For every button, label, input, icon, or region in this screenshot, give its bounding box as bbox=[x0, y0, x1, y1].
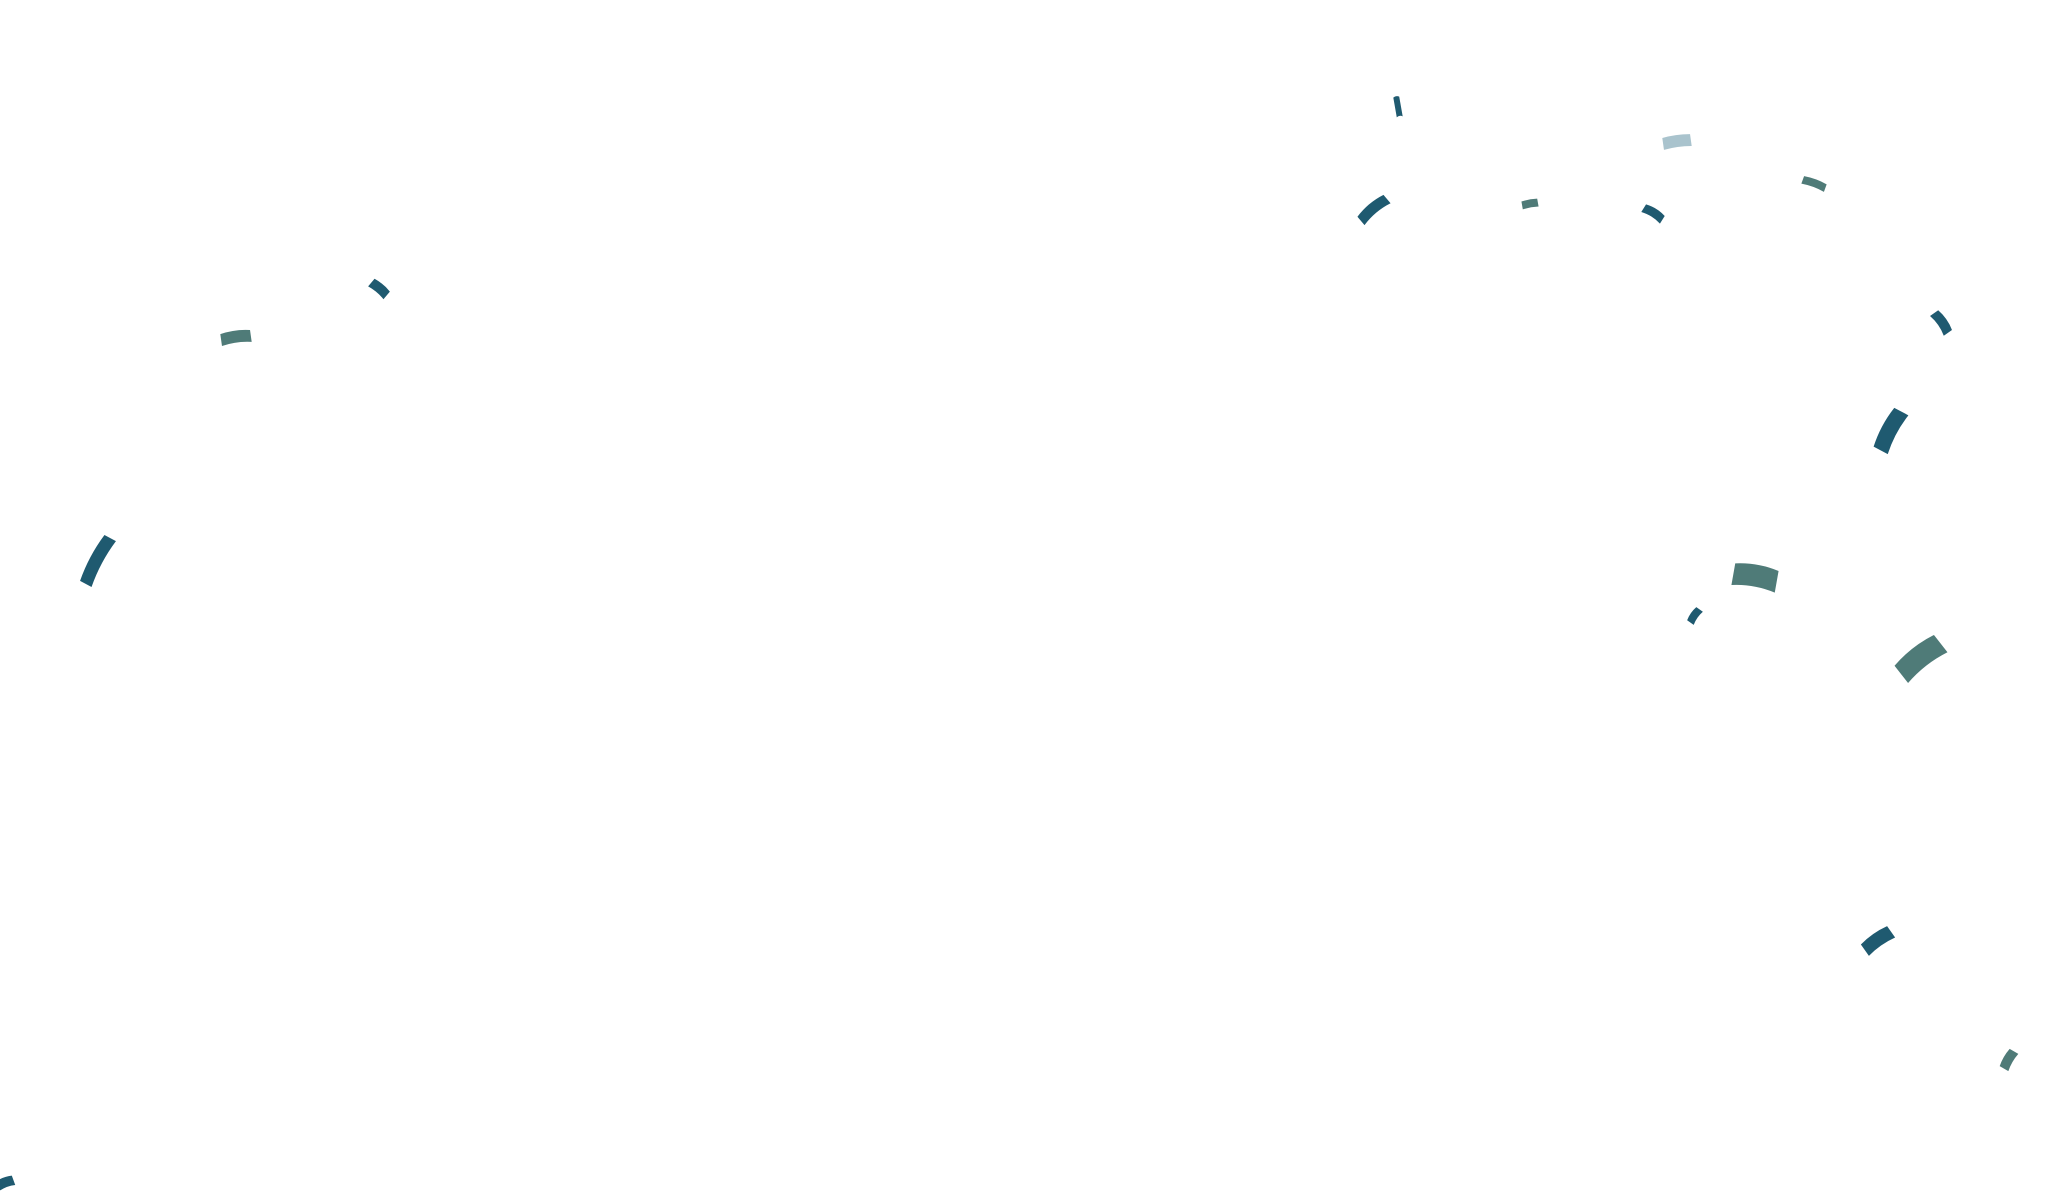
confetti-piece-icon bbox=[1393, 96, 1403, 118]
confetti-piece-icon bbox=[1860, 926, 1896, 956]
confetti-piece-icon bbox=[1521, 198, 1539, 210]
confetti-piece-icon bbox=[1930, 310, 1952, 336]
confetti-layer bbox=[0, 96, 2019, 1191]
confetti-piece-icon bbox=[1731, 563, 1779, 593]
confetti-piece-icon bbox=[1894, 634, 1948, 684]
confetti-piece-icon bbox=[1873, 407, 1909, 455]
confetti-piece-icon bbox=[1801, 176, 1827, 192]
confetti-piece-icon bbox=[1687, 607, 1703, 625]
confetti-piece-icon bbox=[1641, 204, 1665, 224]
confetti-piece-icon bbox=[80, 534, 116, 588]
confetti-piece-icon bbox=[1999, 1048, 2019, 1072]
confetti-piece-icon bbox=[1357, 194, 1391, 226]
confetti-piece-icon bbox=[1662, 134, 1692, 150]
confetti-piece-icon bbox=[0, 1175, 16, 1191]
confetti-piece-icon bbox=[368, 278, 390, 300]
confetti-piece-icon bbox=[220, 329, 252, 347]
